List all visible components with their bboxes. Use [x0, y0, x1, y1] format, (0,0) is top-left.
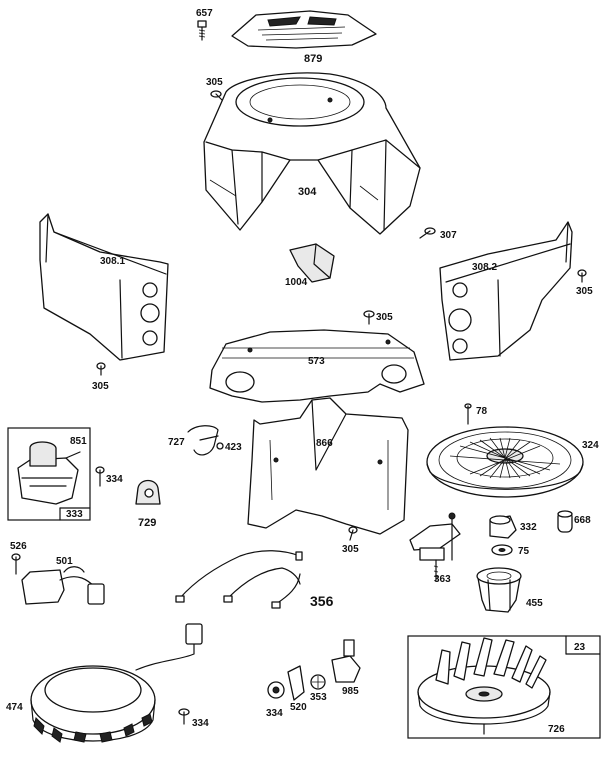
callout-78: 78	[476, 406, 488, 417]
part-363-bracket	[409, 512, 461, 581]
part-334-screw-bottom	[178, 708, 190, 725]
callout-75: 75	[518, 546, 530, 557]
part-305-screw-mid	[363, 310, 375, 325]
callout-727: 727	[168, 437, 185, 448]
callout-501: 501	[56, 556, 73, 567]
callout-1004: 1004	[285, 277, 308, 288]
callout-879: 879	[304, 53, 322, 65]
kit-box-333	[7, 427, 91, 521]
part-305-screw-bottom	[348, 526, 358, 541]
part-866-back-plate	[247, 397, 409, 535]
part-78-screw	[464, 403, 472, 425]
callout-334-bottom: 334	[192, 718, 209, 729]
callout-305-right: 305	[576, 286, 593, 297]
part-307-screw	[419, 227, 436, 239]
callout-308-1: 308.1	[100, 256, 125, 267]
callout-363: 363	[434, 574, 451, 585]
part-526-screw	[11, 553, 21, 575]
part-729-grommet	[135, 479, 161, 505]
part-1004-bracket	[289, 243, 335, 283]
part-726-flywheel	[417, 637, 551, 735]
part-308-2-baffle	[439, 221, 573, 361]
callout-333: 333	[66, 509, 83, 520]
callout-866: 866	[316, 438, 333, 449]
callout-520: 520	[290, 702, 307, 713]
part-455-cup	[476, 567, 522, 613]
callout-305-left: 305	[92, 381, 109, 392]
part-75-washer	[491, 544, 513, 556]
part-324-screen	[426, 426, 584, 498]
part-353-gear	[310, 674, 326, 690]
callout-334-box: 334	[106, 474, 123, 485]
part-668-cap	[557, 510, 573, 533]
part-305-screw-left	[96, 362, 106, 376]
part-657-screw	[197, 20, 207, 41]
callout-573: 573	[308, 356, 325, 367]
part-304-blower-housing	[203, 72, 421, 235]
callout-526: 526	[10, 541, 27, 552]
callout-308-2: 308.2	[472, 262, 497, 273]
part-423-screw	[216, 442, 224, 450]
part-334-screw	[95, 466, 105, 487]
part-332-nut	[489, 515, 517, 539]
callout-305-bottom: 305	[342, 544, 359, 555]
part-573-air-guide	[209, 329, 425, 403]
kit-box-23	[407, 635, 601, 739]
part-308-1-baffle	[39, 213, 169, 361]
callout-668: 668	[574, 515, 591, 526]
part-334-gear	[267, 681, 285, 699]
callout-356: 356	[310, 593, 334, 609]
callout-305-top: 305	[206, 77, 223, 88]
part-474-stator	[30, 623, 203, 743]
part-501-module	[21, 566, 105, 605]
callout-474: 474	[6, 702, 23, 713]
part-305-screw	[210, 90, 223, 101]
callout-304: 304	[298, 186, 317, 198]
part-985-switch	[331, 639, 361, 683]
callout-455: 455	[526, 598, 543, 609]
callout-423: 423	[225, 442, 242, 453]
callout-332: 332	[520, 522, 537, 533]
callout-334-small: 334	[266, 708, 283, 719]
callout-729: 729	[138, 517, 156, 529]
callout-23: 23	[574, 642, 586, 653]
part-305-screw-right	[577, 269, 587, 283]
part-520-plate	[287, 665, 305, 701]
callout-851: 851	[70, 436, 87, 447]
callout-657: 657	[196, 8, 213, 19]
callout-985: 985	[342, 686, 359, 697]
part-879-plate	[231, 10, 377, 49]
callout-353: 353	[310, 692, 327, 703]
part-356-wiring-harness	[175, 550, 303, 609]
callout-305-mid: 305	[376, 312, 393, 323]
part-727-clip	[187, 425, 219, 456]
callout-307: 307	[440, 230, 457, 241]
callout-726: 726	[548, 724, 565, 735]
callout-324: 324	[582, 440, 599, 451]
part-851-ignition	[17, 441, 81, 505]
